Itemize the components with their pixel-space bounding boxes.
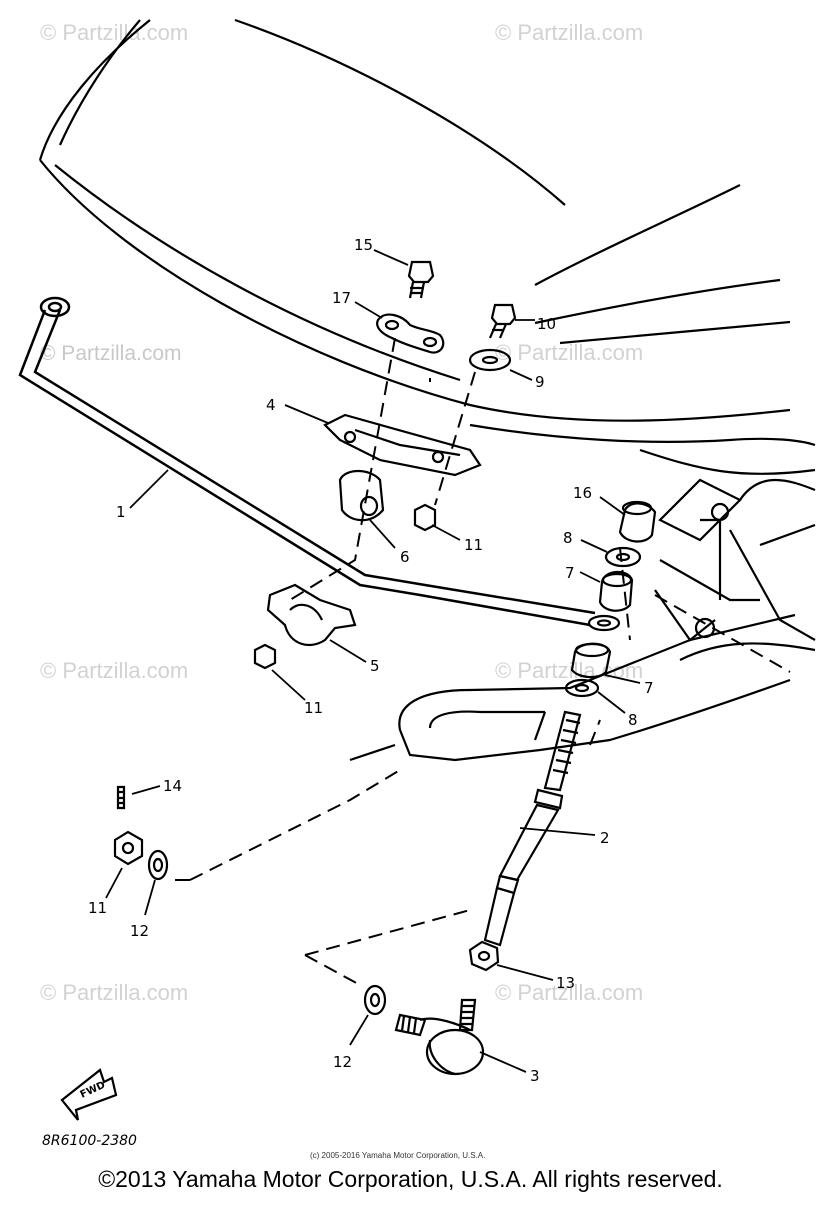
callout-2: 2	[600, 829, 610, 847]
callout-16: 16	[573, 484, 592, 502]
bolt-part-10	[488, 303, 517, 339]
callout-8: 8	[563, 529, 573, 547]
stabilizer-bar	[18, 296, 596, 627]
callout-10: 10	[537, 315, 556, 333]
callout-labels: 15 17 10 9 4 1 6 11 16 8 7 5 11 7 8 2 14…	[88, 236, 654, 1085]
nut-part-11	[113, 503, 437, 866]
callout-5: 5	[370, 657, 380, 675]
callout-7: 7	[565, 564, 575, 582]
callout-17: 17	[332, 289, 351, 307]
small-copyright: (c) 2005-2016 Yamaha Motor Corporation, …	[310, 1151, 485, 1160]
lock-plate-part-17	[376, 313, 445, 354]
watermarks: © Partzilla.com © Partzilla.com © Partzi…	[40, 20, 643, 1005]
bracket-part-4	[323, 413, 482, 477]
callout-3: 3	[530, 1067, 540, 1085]
callout-4: 4	[266, 396, 276, 414]
callout-6: 6	[400, 548, 410, 566]
callout-leaders	[105, 249, 641, 1073]
clamp-part-5	[266, 583, 357, 647]
callout-11: 11	[464, 536, 483, 554]
leader-lines	[189, 337, 791, 986]
callout-11: 11	[88, 899, 107, 917]
watermark: © Partzilla.com	[495, 340, 643, 365]
copyright-notice: ©2013 Yamaha Motor Corporation, U.S.A. A…	[98, 1166, 723, 1192]
fwd-arrow-icon: FWD	[60, 1068, 118, 1121]
link-rod-part-2	[483, 710, 582, 947]
callout-12: 12	[333, 1053, 352, 1071]
bolt-part-15	[407, 260, 435, 299]
frame-outline	[654, 478, 816, 661]
ski-outline	[349, 613, 796, 762]
watermark: © Partzilla.com	[40, 20, 188, 45]
watermark: © Partzilla.com	[495, 20, 643, 45]
watermark: © Partzilla.com	[495, 980, 643, 1005]
washer-bar-end	[587, 614, 621, 632]
diagram-code: 8R6100-2380	[42, 1133, 137, 1149]
washer-part-8	[564, 546, 642, 698]
callout-1: 1	[116, 503, 126, 521]
callout-11: 11	[304, 699, 323, 717]
ball-joint-part-3	[394, 998, 485, 1076]
callout-14: 14	[163, 777, 182, 795]
bushing-part-6	[338, 469, 385, 522]
callout-15: 15	[354, 236, 373, 254]
pin-part-14	[116, 785, 126, 810]
nut-part-13	[468, 940, 500, 972]
bushing-part-7	[570, 570, 634, 679]
washer-part-12	[147, 849, 387, 1016]
washer-part-9	[468, 348, 512, 372]
callout-8: 8	[628, 711, 638, 729]
hood-outline	[38, 18, 816, 476]
cap-part-16	[618, 500, 657, 543]
callout-7: 7	[644, 679, 654, 697]
watermark: © Partzilla.com	[40, 658, 188, 683]
watermark: © Partzilla.com	[40, 980, 188, 1005]
watermark: © Partzilla.com	[40, 342, 182, 365]
callout-9: 9	[535, 373, 545, 391]
callout-12: 12	[130, 922, 149, 940]
callout-13: 13	[556, 974, 575, 992]
